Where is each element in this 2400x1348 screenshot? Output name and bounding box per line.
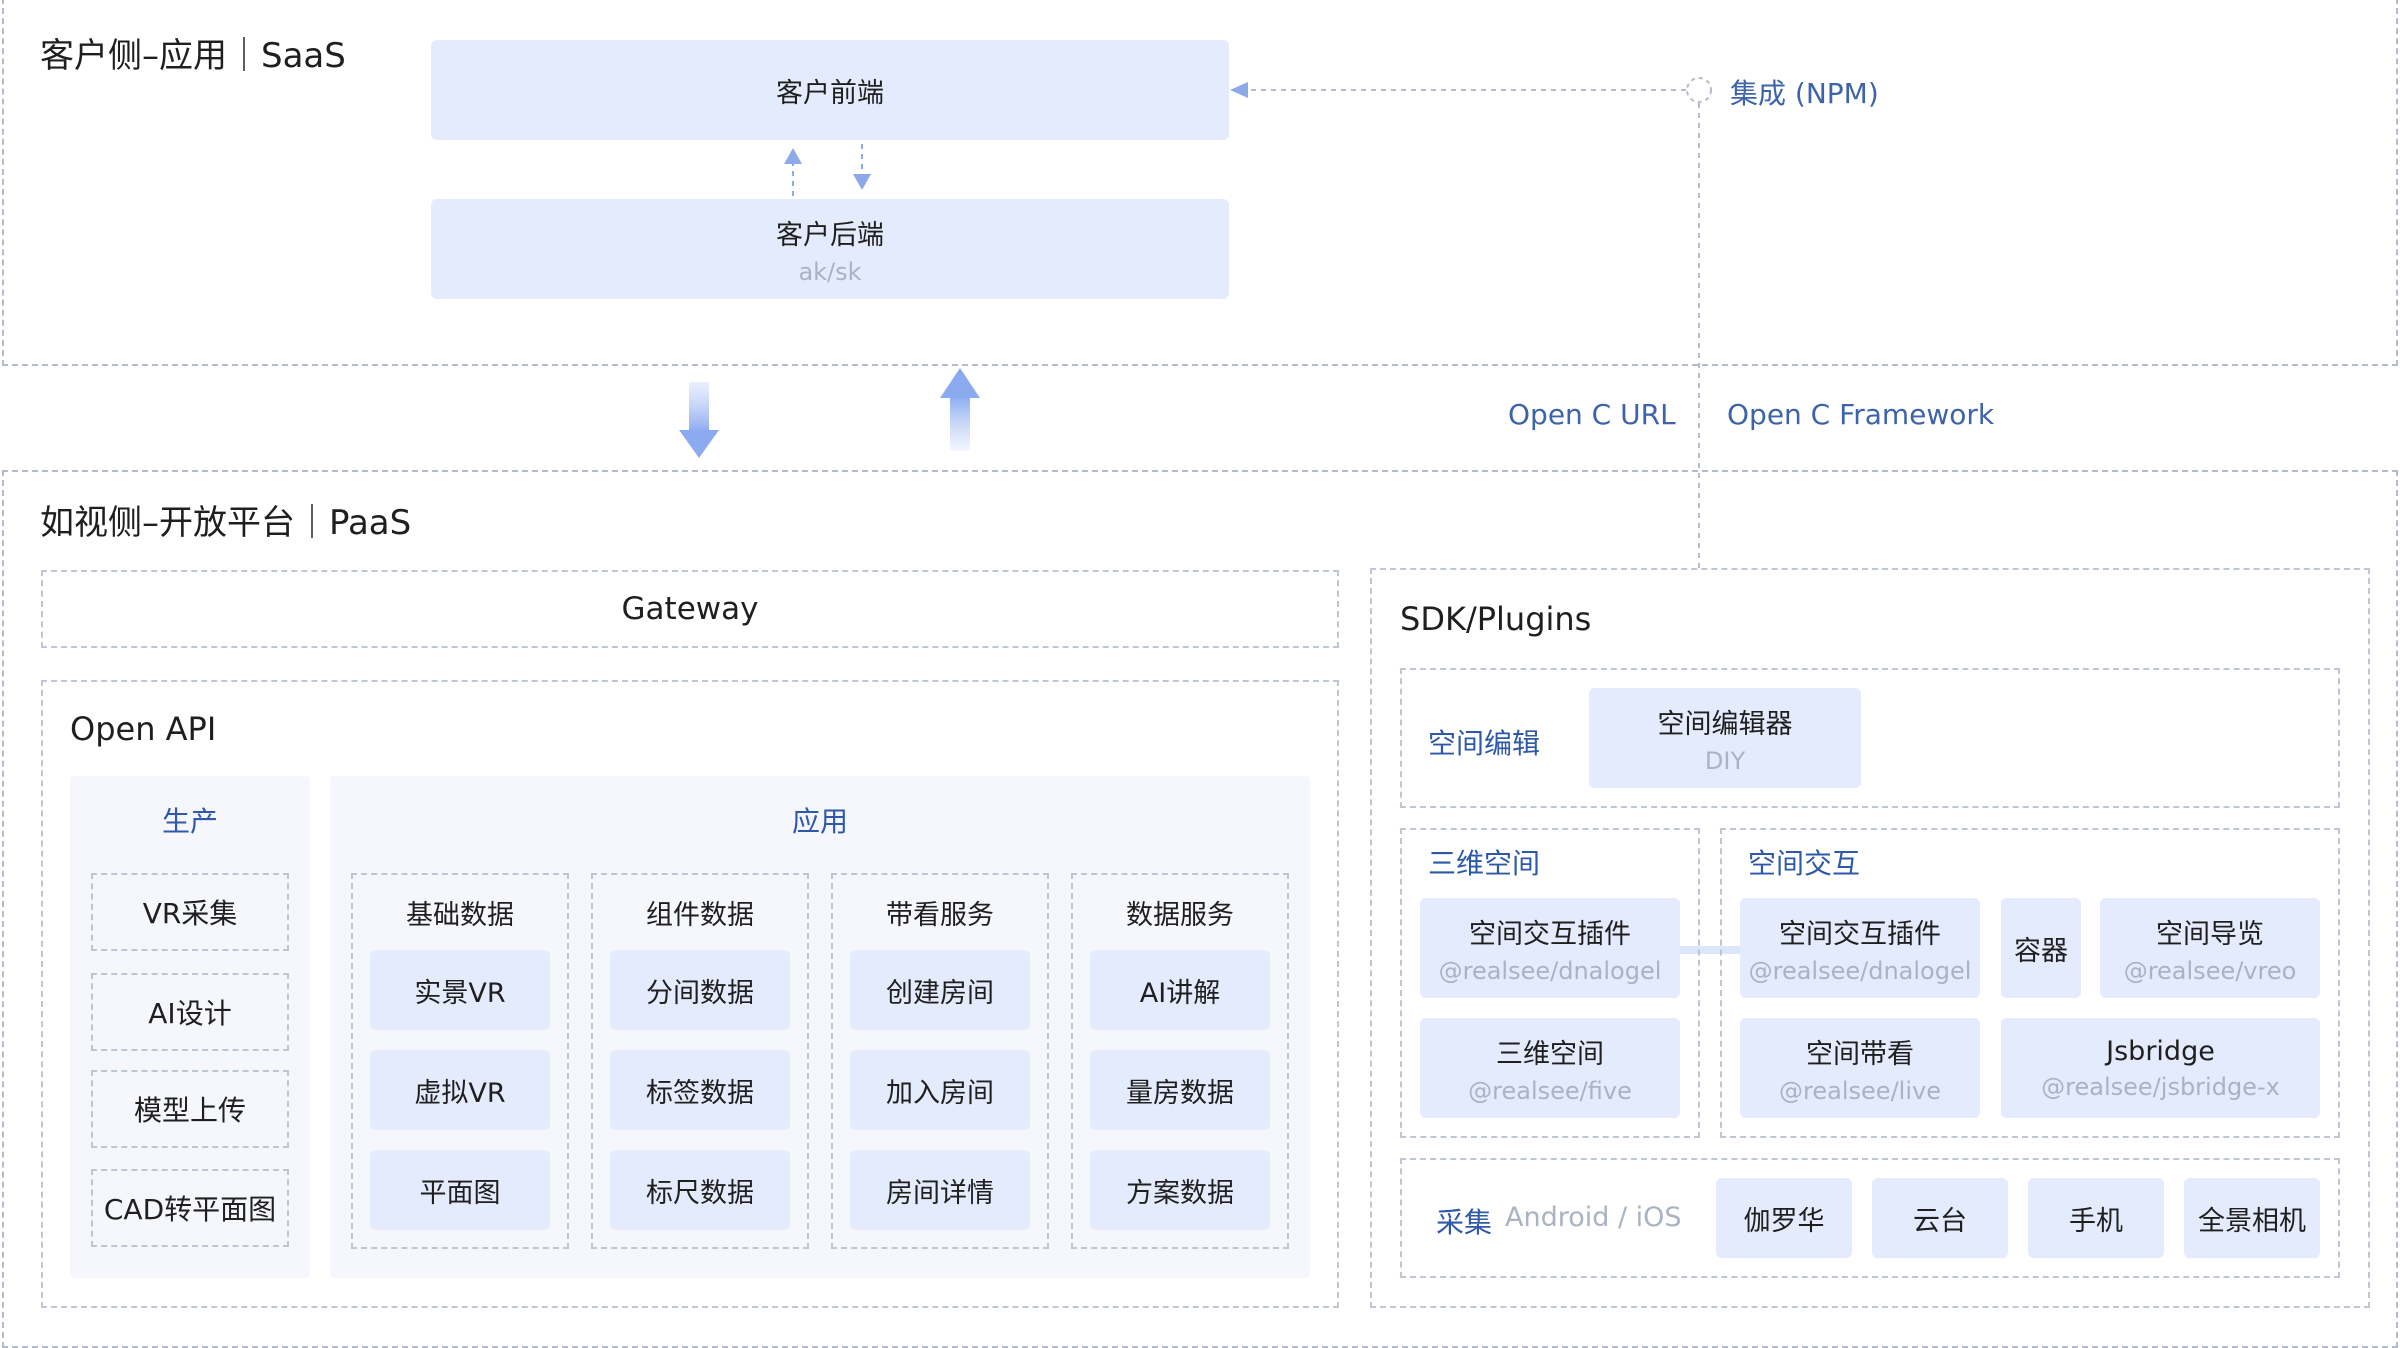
saas-region (2, 0, 2398, 366)
app-group-basic (351, 873, 569, 1249)
plugin-pkg: @realsee/dnalogel (1438, 956, 1662, 985)
app-item: 标签数据 (610, 1050, 790, 1130)
down-arrow-icon (679, 382, 719, 458)
client-frontend-box: 客户前端 (431, 40, 1229, 140)
app-group-title: 数据服务 (1126, 900, 1234, 931)
client-backend-box: 客户后端 ak/sk (431, 199, 1229, 299)
interaction-title: 空间交互 (1748, 847, 1861, 880)
container-name: 容器 (2014, 935, 2068, 967)
app-group-tour (831, 873, 1049, 1249)
app-item: 标尺数据 (610, 1150, 790, 1230)
space3d-panel (1400, 828, 1700, 1138)
app-item: 虚拟VR (370, 1050, 550, 1130)
plugin-name: 空间交互插件 (1779, 918, 1941, 950)
space-editor-pkg: DIY (1704, 746, 1746, 775)
interaction-panel (1720, 828, 2340, 1138)
capture-device: 伽罗华 (1716, 1178, 1852, 1258)
five-box: 三维空间 @realsee/five (1420, 1018, 1680, 1118)
plugin-name: 空间交互插件 (1469, 918, 1631, 950)
capture-device: 云台 (1872, 1178, 2008, 1258)
guide-box: 空间导览 @realsee/vreo (2100, 898, 2320, 998)
guide-pkg: @realsee/vreo (2123, 956, 2297, 985)
integration-label: 集成 (NPM) (1730, 77, 1879, 110)
live-pkg: @realsee/live (1779, 1076, 1941, 1105)
sdk-title: SDK/Plugins (1400, 600, 1592, 638)
app-item: 创建房间 (850, 950, 1030, 1030)
production-item: 模型上传 (91, 1070, 289, 1148)
client-frontend-label: 客户前端 (776, 77, 884, 109)
app-group-title: 基础数据 (406, 900, 514, 931)
app-item: 平面图 (370, 1150, 550, 1230)
space-editor-name: 空间编辑器 (1657, 708, 1793, 740)
capture-panel (1400, 1158, 2340, 1278)
container-box: 容器 (2001, 898, 2081, 998)
space-edit-label: 空间编辑 (1428, 727, 1541, 760)
capture-device: 全景相机 (2184, 1178, 2320, 1258)
app-item: AI讲解 (1090, 950, 1270, 1030)
production-item: CAD转平面图 (91, 1169, 289, 1247)
capture-label: 采集 (1436, 1206, 1493, 1239)
five-name: 三维空间 (1496, 1038, 1604, 1070)
capture-platform: Android / iOS (1505, 1202, 1682, 1233)
open-api-panel (41, 680, 1339, 1308)
production-panel (70, 776, 310, 1278)
gateway-label: Gateway (621, 591, 759, 627)
plugin-pkg: @realsee/dnalogel (1748, 956, 1972, 985)
app-item: 房间详情 (850, 1150, 1030, 1230)
app-group-component (591, 873, 809, 1249)
app-item: 量房数据 (1090, 1050, 1270, 1130)
app-item: 加入房间 (850, 1050, 1030, 1130)
jsbridge-pkg: @realsee/jsbridge-x (2041, 1072, 2280, 1101)
five-pkg: @realsee/five (1468, 1076, 1632, 1105)
client-backend-auth: ak/sk (798, 257, 862, 286)
jsbridge-name: Jsbridge (2106, 1035, 2215, 1067)
open-api-title: Open API (70, 710, 217, 748)
application-title: 应用 (791, 805, 848, 838)
up-arrow-icon (940, 368, 980, 451)
open-c-framework-label: Open C Framework (1727, 398, 1995, 431)
interaction-plugin-box: 空间交互插件 @realsee/dnalogel (1740, 898, 1980, 998)
production-item: AI设计 (91, 973, 289, 1051)
space-edit-panel (1400, 668, 2340, 808)
jsbridge-box: Jsbridge @realsee/jsbridge-x (2001, 1018, 2320, 1118)
live-box: 空间带看 @realsee/live (1740, 1018, 1980, 1118)
gateway-box: Gateway (41, 570, 1339, 648)
app-group-title: 组件数据 (646, 900, 754, 931)
capture-device: 手机 (2028, 1178, 2164, 1258)
client-backend-label: 客户后端 (776, 219, 884, 251)
space3d-plugin-box: 空间交互插件 @realsee/dnalogel (1420, 898, 1680, 998)
saas-title: 客户侧–应用｜SaaS (40, 36, 346, 76)
open-c-url-label: Open C URL (1508, 398, 1676, 431)
production-title: 生产 (161, 805, 218, 838)
sdk-panel (1370, 568, 2370, 1308)
app-item: 方案数据 (1090, 1150, 1270, 1230)
live-name: 空间带看 (1806, 1038, 1914, 1070)
space-editor-box: 空间编辑器 DIY (1589, 688, 1861, 788)
space3d-title: 三维空间 (1428, 847, 1541, 880)
app-group-title: 带看服务 (886, 900, 994, 931)
paas-title: 如视侧–开放平台｜PaaS (40, 503, 412, 543)
app-item: 分间数据 (610, 950, 790, 1030)
app-group-data (1071, 873, 1289, 1249)
paas-region (2, 470, 2398, 1348)
production-item: VR采集 (91, 873, 289, 951)
guide-name: 空间导览 (2156, 918, 2264, 950)
app-item: 实景VR (370, 950, 550, 1030)
